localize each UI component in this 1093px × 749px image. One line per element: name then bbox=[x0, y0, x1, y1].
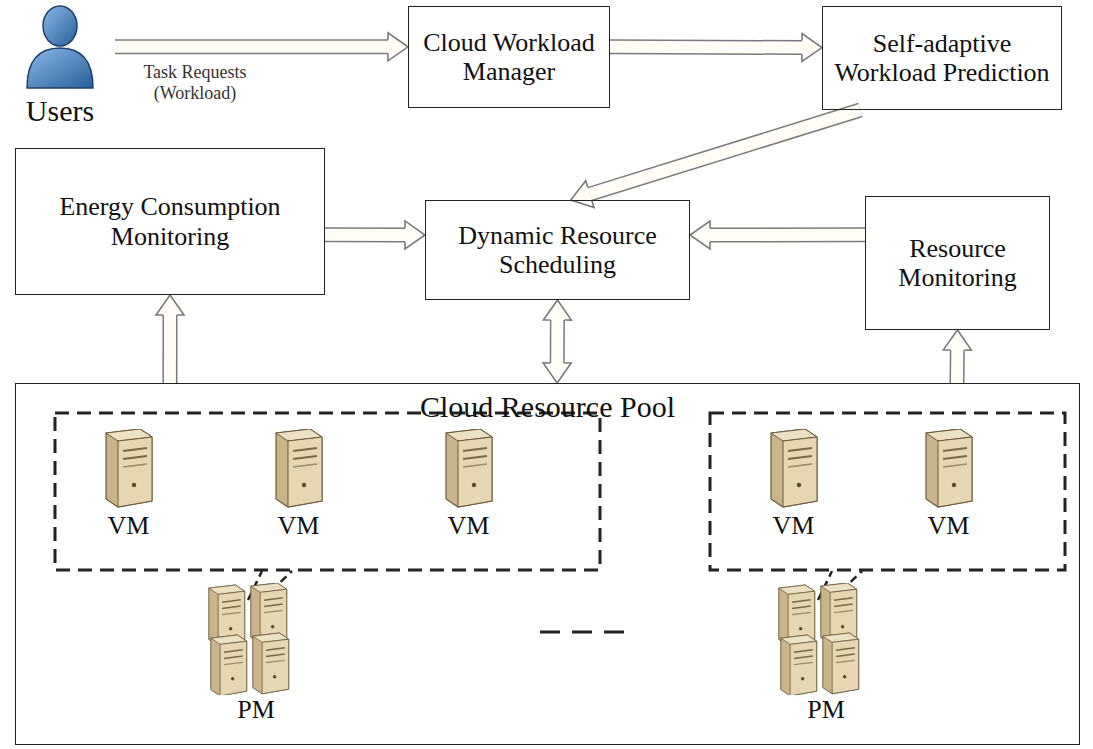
process-box: Cloud Workload Manager bbox=[408, 6, 610, 108]
vm-group-outline bbox=[55, 413, 600, 570]
node-label: VM bbox=[278, 511, 320, 540]
virtual-machine: VM bbox=[736, 429, 851, 557]
process-box: Energy Consumption Monitoring bbox=[15, 148, 325, 295]
hollow-arrow bbox=[571, 110, 861, 207]
hollow-arrow bbox=[115, 33, 408, 61]
server-icon bbox=[761, 429, 827, 511]
node-label: PM bbox=[237, 695, 275, 724]
server-icon bbox=[436, 429, 502, 511]
resource-pool: Cloud Resource PoolVM VM VM VM VM PM PM bbox=[15, 383, 1080, 745]
node-label: VM bbox=[108, 511, 150, 540]
process-box: Dynamic Resource Scheduling bbox=[425, 200, 690, 300]
virtual-machine: VM bbox=[241, 429, 356, 557]
process-box: Self-adaptive Workload Prediction bbox=[822, 6, 1062, 110]
box-label: Energy Consumption Monitoring bbox=[22, 192, 318, 250]
edge-label: Task Requests (Workload) bbox=[118, 62, 272, 103]
box-label: Resource Monitoring bbox=[872, 234, 1043, 292]
node-label: VM bbox=[928, 511, 970, 540]
node-label: VM bbox=[773, 511, 815, 540]
node-label: PM bbox=[807, 695, 845, 724]
server-icon bbox=[266, 429, 332, 511]
hollow-arrow bbox=[325, 221, 425, 249]
physical-machine: PM bbox=[186, 583, 326, 735]
virtual-machine: VM bbox=[411, 429, 526, 557]
physical-machine: PM bbox=[756, 583, 896, 735]
vm-group-outline bbox=[710, 413, 1065, 570]
host-link bbox=[248, 571, 862, 600]
box-label: Self-adaptive Workload Prediction bbox=[829, 29, 1055, 87]
box-label: Dynamic Resource Scheduling bbox=[432, 221, 683, 279]
server-cluster-icon bbox=[771, 583, 881, 695]
server-icon bbox=[916, 429, 982, 511]
hollow-arrow bbox=[690, 221, 865, 249]
user-actor: Users bbox=[5, 2, 115, 142]
process-box: Resource Monitoring bbox=[865, 196, 1050, 330]
hollow-arrow bbox=[610, 34, 822, 62]
virtual-machine: VM bbox=[71, 429, 186, 557]
hollow-arrow bbox=[943, 330, 971, 383]
server-icon bbox=[96, 429, 162, 511]
region-title: Cloud Resource Pool bbox=[420, 390, 675, 424]
user-icon bbox=[23, 2, 97, 90]
node-label: Users bbox=[26, 94, 94, 128]
virtual-machine: VM bbox=[891, 429, 1006, 557]
hollow-arrow bbox=[543, 300, 571, 383]
node-label: VM bbox=[448, 511, 490, 540]
server-cluster-icon bbox=[201, 583, 311, 695]
hollow-arrow bbox=[156, 295, 184, 383]
box-label: Cloud Workload Manager bbox=[415, 28, 603, 86]
ellipsis-dashes bbox=[540, 631, 624, 634]
